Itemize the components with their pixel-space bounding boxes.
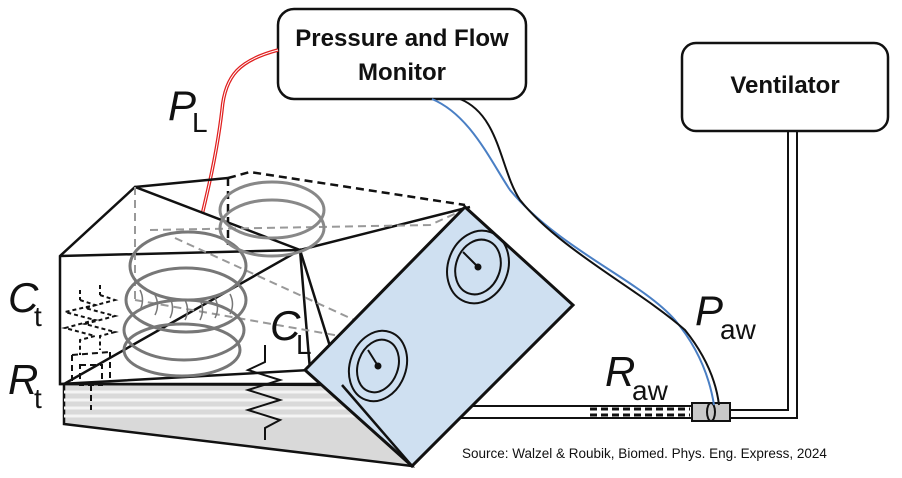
ventilator-tube	[720, 131, 798, 419]
source-caption: Source: Walzel & Roubik, Biomed. Phys. E…	[462, 446, 827, 461]
pl-subscript: L	[192, 107, 208, 138]
lung-bellows-back	[218, 180, 326, 258]
gauge-lower	[347, 329, 409, 403]
label-cl: C L	[270, 302, 312, 360]
raw-symbol: R	[605, 348, 635, 395]
paw-symbol: P	[695, 287, 723, 334]
monitor-label-line1: Pressure and Flow	[295, 25, 509, 52]
label-paw: P aw	[695, 287, 757, 345]
paw-subscript: aw	[720, 314, 757, 345]
ct-subscript: t	[34, 301, 42, 332]
lung-compliance-spring	[244, 345, 284, 440]
cl-subscript: L	[296, 329, 312, 360]
ventilator-label: Ventilator	[730, 72, 839, 99]
rt-subscript: t	[34, 383, 42, 414]
airway-resistance-element	[590, 407, 690, 417]
gauge-upper	[446, 229, 510, 305]
lung-bellows-front	[122, 230, 248, 378]
lung-bellows-ribs	[139, 289, 234, 321]
ct-symbol: C	[8, 274, 39, 321]
chest-wall-compliance-spring	[61, 285, 119, 355]
airway-pressure-lines	[431, 98, 720, 406]
label-pl: P L	[168, 82, 208, 138]
flow-sensor-connector	[691, 402, 731, 422]
raw-subscript: aw	[632, 375, 669, 406]
cl-symbol: C	[270, 302, 301, 349]
ventilator-box: Ventilator	[680, 41, 890, 133]
chest-wall-resistance-damper	[71, 351, 111, 410]
label-ct: C t	[8, 274, 42, 332]
label-rt: R t	[8, 356, 42, 414]
label-raw: R aw	[605, 348, 669, 406]
pressure-flow-monitor-box: Pressure and Flow Monitor	[276, 7, 528, 101]
monitor-label-line2: Monitor	[358, 59, 446, 86]
rt-symbol: R	[8, 356, 38, 403]
pl-symbol: P	[168, 82, 196, 129]
